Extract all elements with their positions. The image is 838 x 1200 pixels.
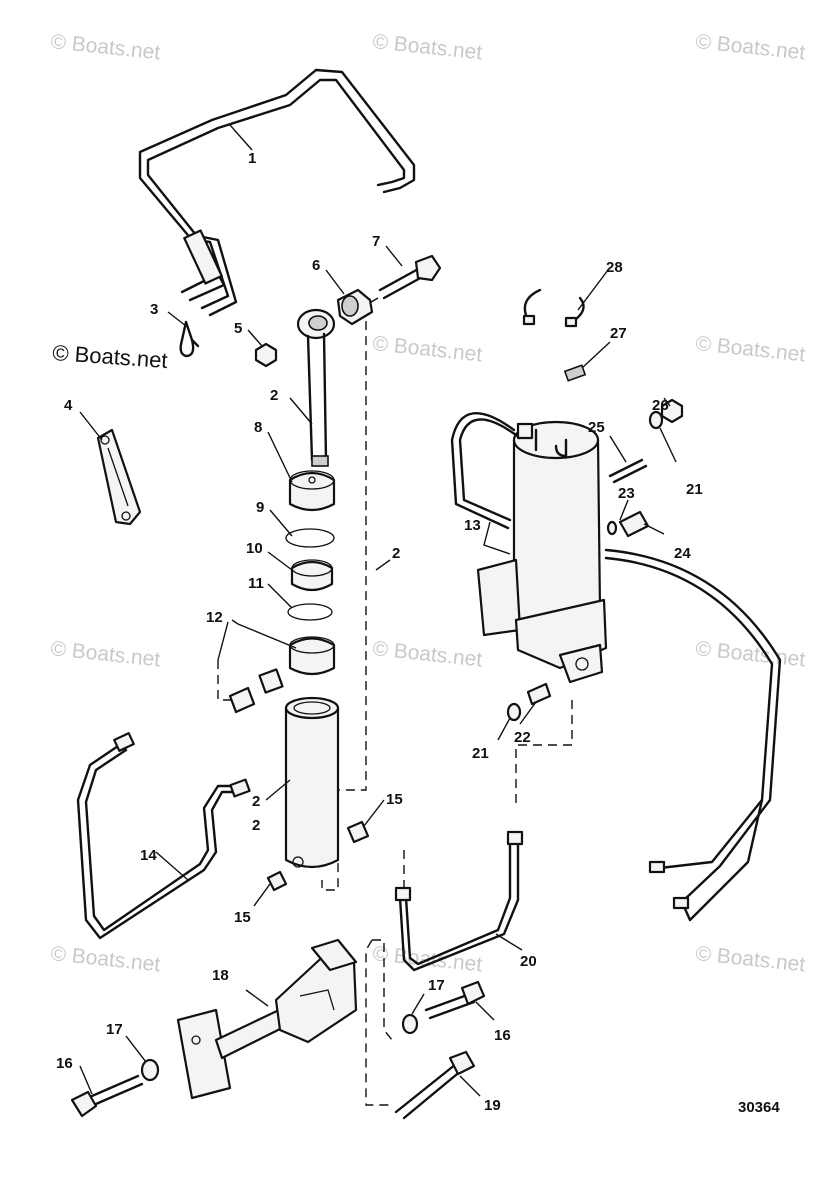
callout-10: 10	[246, 540, 263, 557]
part-3-cotter-pin	[179, 320, 200, 358]
callout-20: 20	[520, 953, 537, 970]
callout-14: 14	[140, 847, 157, 864]
watermark: © Boats.net	[49, 942, 161, 976]
callout-17b: 17	[428, 977, 445, 994]
part-20-line	[394, 830, 524, 972]
part-18-mount	[176, 938, 358, 1100]
callout-26: 26	[652, 397, 669, 414]
part-24-screw	[618, 510, 650, 538]
callout-15a: 15	[386, 791, 403, 808]
callout-19: 19	[484, 1097, 501, 1114]
part-9-o-ring	[285, 528, 335, 548]
watermark-dark: © Boats.net	[52, 340, 169, 373]
watermark: © Boats.net	[694, 30, 806, 64]
lower-bolts	[70, 980, 486, 1120]
parts-8-11-piston-seals	[285, 470, 336, 621]
callout-21a: 21	[472, 745, 489, 762]
part-16-bolt-right	[424, 992, 476, 1020]
part-17-washer-right	[401, 1013, 419, 1035]
callout-4: 4	[64, 397, 73, 414]
part-2-cylinder	[284, 696, 340, 869]
part-12-clamp	[228, 636, 336, 714]
callout-28: 28	[606, 259, 623, 276]
callout-8: 8	[254, 419, 262, 436]
part-4-bracket	[96, 428, 142, 526]
callout-25: 25	[588, 419, 605, 436]
watermark: © Boats.net	[371, 30, 483, 64]
part-2-upper-rod	[296, 308, 336, 467]
callout-7: 7	[372, 233, 380, 250]
watermark-group: © Boats.net © Boats.net © Boats.net © Bo…	[49, 30, 806, 976]
part-17-washer-left	[140, 1058, 160, 1082]
callout-3: 3	[150, 301, 158, 318]
part-23-washer	[606, 520, 618, 536]
watermark: © Boats.net	[694, 637, 806, 671]
callout-24: 24	[674, 545, 691, 562]
part-14-line	[76, 732, 251, 940]
callout-16a: 16	[56, 1055, 73, 1072]
callout-2d: 2	[252, 817, 260, 834]
watermark: © Boats.net	[694, 942, 806, 976]
watermark: © Boats.net	[49, 30, 161, 64]
part-5-nut	[254, 342, 278, 368]
assembly-lines	[217, 297, 601, 1106]
callout-13: 13	[464, 517, 481, 534]
callout-11: 11	[248, 575, 264, 592]
callout-15b: 15	[234, 909, 251, 926]
callout-23: 23	[618, 485, 635, 502]
watermark: © Boats.net	[371, 637, 483, 671]
watermark: © Boats.net	[371, 332, 483, 366]
callout-22: 22	[514, 729, 531, 746]
callout-5: 5	[234, 320, 242, 337]
callout-6: 6	[312, 257, 320, 274]
watermark: © Boats.net	[694, 332, 806, 366]
part-7-bolt	[378, 266, 426, 300]
part-13-pump-motor	[450, 412, 608, 684]
drawing-number: 30364	[738, 1099, 780, 1116]
part-19-bolt	[394, 1062, 464, 1120]
callout-2c: 2	[252, 793, 260, 810]
callout-16b: 16	[494, 1027, 511, 1044]
leader-lines	[79, 124, 677, 1097]
part-21-washer	[648, 410, 664, 430]
motor-hardware	[506, 288, 684, 722]
callout-9: 9	[256, 499, 264, 516]
part-22-screw	[526, 682, 552, 706]
callout-27: 27	[610, 325, 627, 342]
watermark: © Boats.net	[49, 637, 161, 671]
part-8-end-cap	[288, 471, 336, 512]
part-1-rod	[138, 68, 416, 317]
rod-sleeve	[183, 229, 223, 285]
part-15-fittings	[266, 820, 370, 892]
part-25-stud	[608, 458, 648, 484]
callout-2b: 2	[392, 545, 400, 562]
part-16-bolt-left	[70, 1090, 98, 1118]
callout-17a: 17	[106, 1021, 123, 1038]
callout-1: 1	[248, 150, 256, 167]
callout-2: 2	[270, 387, 278, 404]
part-27-setscrew	[563, 364, 587, 382]
callout-21b: 21	[686, 481, 703, 498]
callout-12: 12	[206, 609, 223, 626]
parts-5-6-7-fasteners	[254, 254, 442, 368]
motor-wires	[604, 548, 782, 922]
part-11-o-ring	[287, 603, 333, 621]
callout-18: 18	[212, 967, 229, 984]
callouts: 1 2 3 4 5 6 7 8 9 10 11 2 12 2 13 14 2 1…	[56, 150, 703, 1114]
